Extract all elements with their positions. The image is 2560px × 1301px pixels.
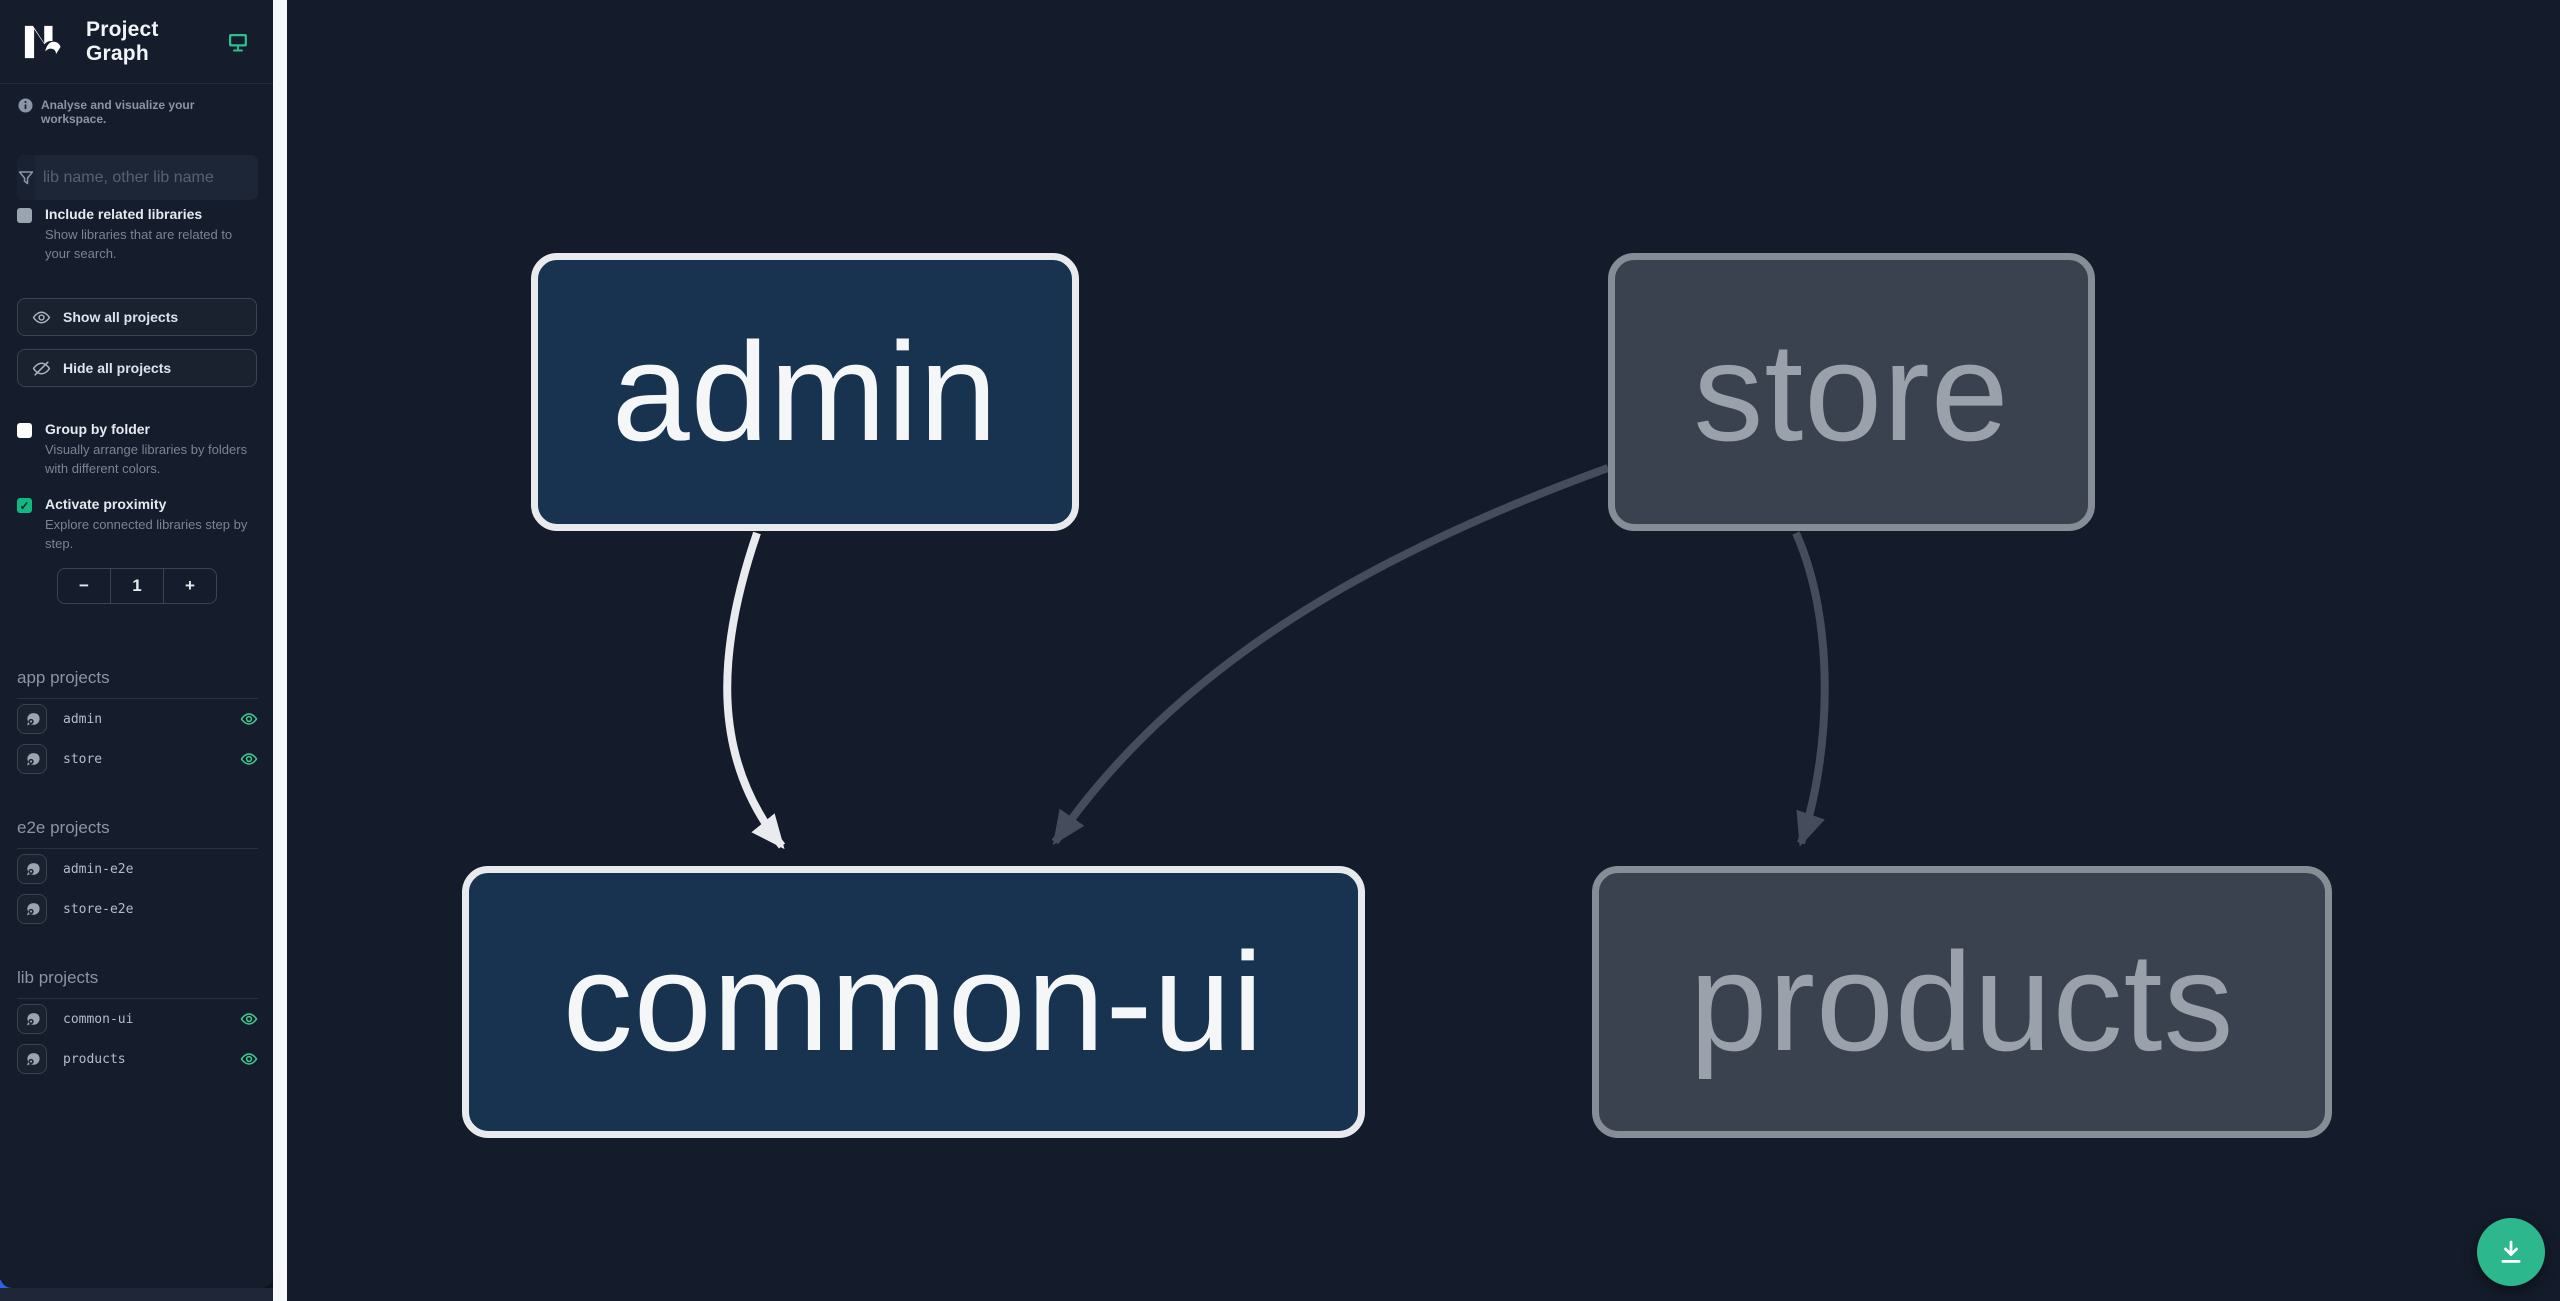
- button-label: Hide all projects: [63, 360, 172, 376]
- search-box: [17, 155, 258, 200]
- focus-pin-icon: [26, 1052, 40, 1065]
- section-title: app projects: [17, 668, 258, 699]
- eye-off-icon: [32, 360, 51, 376]
- dependency-edges: [723, 464, 1829, 850]
- button-label: Show all projects: [63, 309, 179, 325]
- app-title: Project Graph: [86, 17, 159, 65]
- graph-node-label: products: [1689, 923, 2235, 1080]
- toggle-visibility-common-ui[interactable]: [240, 1010, 258, 1028]
- edge-admin-to-common-ui: [723, 531, 786, 850]
- hide-all-projects-button[interactable]: Hide all projects: [17, 349, 257, 387]
- focus-project-button[interactable]: [17, 744, 47, 774]
- checkbox-label: Include related libraries: [45, 206, 203, 222]
- sidebar-canvas-divider: [273, 0, 287, 1301]
- eye-visible-icon: [240, 1013, 258, 1025]
- include-related-checkbox[interactable]: [17, 208, 32, 223]
- sidebar: Project Graph Analyse and visualize your…: [0, 0, 273, 1288]
- project-name: common-ui: [63, 1011, 134, 1027]
- group-by-folder-checkbox-row: Group by folder Visually arrange librari…: [17, 421, 259, 479]
- checkbox-description: Explore connected libraries step by step…: [45, 517, 248, 551]
- focus-pin-icon: [26, 1012, 40, 1025]
- checkbox-label: Group by folder: [45, 421, 150, 437]
- project-name: store-e2e: [63, 901, 134, 917]
- project-row-products: products: [17, 1039, 258, 1079]
- show-all-projects-button[interactable]: Show all projects: [17, 298, 257, 336]
- project-name: admin: [63, 711, 103, 727]
- section-title: e2e projects: [17, 818, 258, 849]
- sidebar-header: Project Graph: [0, 0, 273, 84]
- include-related-checkbox-row: Include related libraries Show libraries…: [17, 206, 259, 264]
- nx-logo: [24, 25, 61, 58]
- search-input[interactable]: [35, 155, 258, 200]
- edge-store-to-common-ui: [1051, 464, 1610, 846]
- graph-node-products[interactable]: products: [1592, 866, 2332, 1138]
- focus-pin-icon: [26, 752, 40, 765]
- tagline-text: Analyse and visualize your workspace.: [41, 98, 195, 126]
- focus-project-button[interactable]: [17, 894, 47, 924]
- checkbox-label: Activate proximity: [45, 496, 167, 512]
- graph-node-label: admin: [611, 313, 999, 470]
- project-row-store-e2e: store-e2e: [17, 889, 258, 929]
- graph-node-admin[interactable]: admin: [531, 253, 1079, 531]
- proximity-depth-value: 1: [110, 569, 164, 603]
- group-by-folder-checkbox[interactable]: [17, 423, 32, 438]
- edge-store-to-products: [1792, 531, 1829, 847]
- section-app-projects: app projects admin: [17, 668, 258, 779]
- download-icon: [2501, 1240, 2521, 1263]
- project-name: admin-e2e: [63, 861, 134, 877]
- eye-visible-icon: [240, 713, 258, 725]
- checkbox-description: Visually arrange libraries by folders wi…: [45, 442, 248, 476]
- graph-node-label: store: [1693, 313, 2010, 470]
- toggle-visibility-products[interactable]: [240, 1050, 258, 1068]
- activate-proximity-checkbox[interactable]: ✓: [17, 498, 32, 513]
- section-title: lib projects: [17, 968, 258, 999]
- toggle-visibility-admin[interactable]: [240, 710, 258, 728]
- graph-node-common-ui[interactable]: common-ui: [462, 866, 1365, 1138]
- graph-node-store[interactable]: store: [1608, 253, 2095, 531]
- increment-button[interactable]: +: [185, 576, 195, 595]
- proximity-depth-stepper: − 1 +: [57, 568, 217, 604]
- focus-pin-icon: [26, 712, 40, 725]
- monitor-icon[interactable]: [227, 31, 249, 53]
- graph-canvas[interactable]: admin store common-ui products: [287, 0, 2560, 1301]
- download-image-button[interactable]: [2477, 1218, 2545, 1286]
- project-row-admin: admin: [17, 699, 258, 739]
- graph-node-label: common-ui: [562, 923, 1265, 1080]
- focus-project-button[interactable]: [17, 704, 47, 734]
- project-name: products: [63, 1051, 126, 1067]
- section-e2e-projects: e2e projects admin-e2e: [17, 818, 258, 929]
- workspace-tagline: Analyse and visualize your workspace.: [18, 98, 263, 126]
- eye-visible-icon: [240, 1053, 258, 1065]
- project-row-common-ui: common-ui: [17, 999, 258, 1039]
- activate-proximity-checkbox-row: ✓ Activate proximity Explore connected l…: [17, 496, 259, 554]
- focus-project-button[interactable]: [17, 1004, 47, 1034]
- info-icon: [18, 98, 33, 113]
- project-name: store: [63, 751, 103, 767]
- project-row-admin-e2e: admin-e2e: [17, 849, 258, 889]
- section-lib-projects: lib projects common-ui: [17, 968, 258, 1079]
- checkbox-description: Show libraries that are related to your …: [45, 227, 233, 261]
- focus-pin-icon: [26, 862, 40, 875]
- focus-project-button[interactable]: [17, 1044, 47, 1074]
- project-row-store: store: [17, 739, 258, 779]
- sidebar-footer-strip: [0, 1288, 273, 1301]
- focus-project-button[interactable]: [17, 854, 47, 884]
- decrement-button[interactable]: −: [79, 576, 89, 595]
- filter-icon: [17, 155, 35, 200]
- focus-pin-icon: [26, 902, 40, 915]
- eye-icon: [32, 310, 51, 324]
- eye-visible-icon: [240, 753, 258, 765]
- toggle-visibility-store[interactable]: [240, 750, 258, 768]
